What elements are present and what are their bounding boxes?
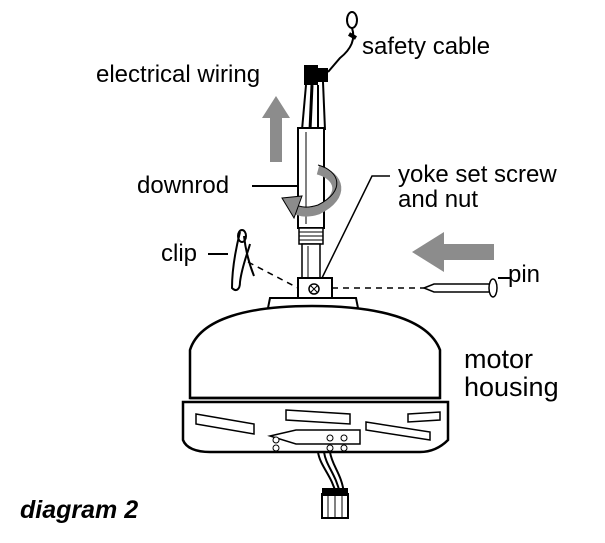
label-electrical-wiring: electrical wiring xyxy=(96,61,261,88)
label-downrod: downrod xyxy=(137,172,230,199)
motor-housing xyxy=(181,297,450,454)
pin xyxy=(421,278,498,298)
arrow-up-icon xyxy=(262,96,290,162)
label-clip: clip xyxy=(161,240,198,267)
label-yoke-set-screw: yoke set screw xyxy=(398,161,557,188)
yoke-set-screw xyxy=(297,277,333,301)
wire-connector xyxy=(321,488,349,519)
label-housing: housing xyxy=(464,372,559,402)
label-safety-cable: safety cable xyxy=(362,33,491,60)
diagram-caption: diagram 2 xyxy=(20,496,139,524)
clip-dashed-line xyxy=(247,261,299,289)
electrical-wiring xyxy=(301,65,328,131)
safety-cable xyxy=(327,11,358,73)
yoke-leader xyxy=(319,175,390,283)
rotate-arrow-icon xyxy=(281,164,342,220)
clip xyxy=(230,229,255,291)
motor-wires xyxy=(317,451,345,495)
label-and-nut: and nut xyxy=(398,186,479,213)
label-motor: motor xyxy=(464,344,534,374)
label-pin: pin xyxy=(508,261,541,288)
arrow-left-icon xyxy=(412,232,494,272)
